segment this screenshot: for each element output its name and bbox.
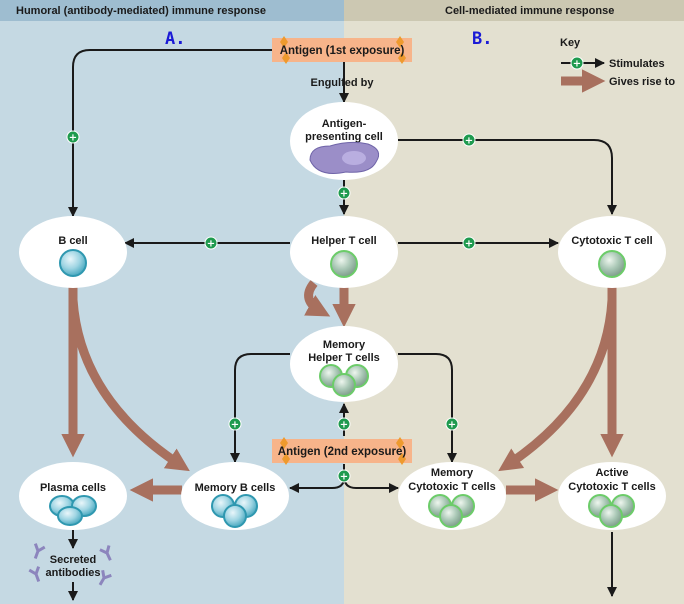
svg-text:Active: Active (595, 467, 628, 479)
cell-mediated-header: Cell-mediated immune response (445, 5, 614, 17)
stimulate-marker: + (462, 236, 476, 250)
section-label-b: B. (472, 29, 492, 49)
b-cell-icon (59, 249, 87, 277)
antibody-icon (33, 543, 46, 560)
antigen-first-label: Antigen (1st exposure) (280, 45, 405, 57)
antibodies-label: antibodies (45, 567, 100, 579)
svg-text:Cytotoxic T cells: Cytotoxic T cells (408, 481, 495, 493)
secreted-antibodies: Secreted antibodies (28, 543, 112, 586)
svg-text:+: + (573, 59, 581, 70)
svg-text:+: + (448, 420, 456, 431)
antigen-spike-icon (280, 437, 288, 449)
apc-node: Antigen- presenting cell (290, 102, 398, 180)
svg-text:+: + (465, 136, 473, 147)
svg-text:B cell: B cell (58, 235, 87, 247)
plasma-cell-icon (57, 506, 83, 526)
stimulate-marker: + (66, 130, 80, 144)
memory-b-cells-node: Memory B cells (181, 462, 289, 530)
svg-text:Antigen-: Antigen- (322, 118, 367, 130)
t-cell-icon (599, 504, 623, 528)
legend-key: Key + Stimulates Gives rise to (560, 37, 675, 93)
stimulate-marker: + (337, 469, 351, 483)
stimulate-marker (570, 56, 584, 70)
humoral-header-bar (0, 0, 344, 21)
key-stimulates: Stimulates (609, 58, 665, 70)
key-gives-rise: Gives rise to (609, 76, 675, 88)
t-cell-icon (332, 373, 356, 397)
svg-text:+: + (69, 133, 77, 144)
arrow-bcell-to-memoryb (68, 299, 190, 472)
antibody-icon (28, 566, 41, 583)
svg-text:Helper T cell: Helper T cell (311, 235, 376, 247)
section-label-a: A. (165, 29, 185, 49)
antigen-spike-icon (280, 36, 288, 48)
stimulate-marker: + (337, 186, 351, 200)
t-cell-icon (330, 250, 358, 278)
helper-t-cell-node: Helper T cell (290, 216, 398, 288)
svg-text:+: + (340, 420, 348, 431)
svg-text:Memory: Memory (323, 339, 366, 351)
svg-text:+: + (340, 189, 348, 200)
secreted-label: Secreted (50, 554, 96, 566)
antigen-second-label: Antigen (2nd exposure) (278, 446, 407, 458)
svg-text:+: + (465, 239, 473, 250)
arrow-cytotoxic-to-memorycyto (498, 299, 617, 472)
stimulate-marker: + (445, 417, 459, 431)
t-cell-icon (598, 250, 626, 278)
antigen-spike-icon (282, 52, 290, 64)
svg-text:Memory B cells: Memory B cells (195, 482, 276, 494)
line-apc-to-cytotoxic (398, 139, 617, 215)
svg-text:Cytotoxic T cells: Cytotoxic T cells (568, 481, 655, 493)
cell-mediated-header-bar (344, 0, 684, 21)
svg-text:presenting cell: presenting cell (305, 131, 383, 143)
antigen-spike-icon (398, 453, 406, 465)
memory-helper-t-cells-node: Memory Helper T cells (290, 326, 398, 402)
svg-text:+: + (231, 420, 239, 431)
key-title: Key (560, 37, 581, 49)
antigen-spike-icon (396, 437, 404, 449)
active-cytotoxic-t-cells-node: Active Cytotoxic T cells (558, 462, 666, 530)
antibody-icon (99, 545, 112, 561)
arrow-helper-to-memoryhelper (304, 280, 331, 317)
antigen-spike-icon (396, 36, 404, 48)
b-cell-node: B cell (19, 216, 127, 288)
humoral-header: Humoral (antibody-mediated) immune respo… (16, 5, 266, 17)
antigen-second-exposure: Antigen (2nd exposure) (272, 437, 412, 465)
line-memhelper-to-memb (230, 353, 290, 463)
antigen-first-exposure: Antigen (1st exposure) (272, 36, 412, 64)
engulfed-by-label: Engulfed by (311, 77, 375, 89)
svg-text:Memory: Memory (431, 467, 474, 479)
antigen-spike-icon (282, 453, 290, 465)
plasma-cells-node: Plasma cells (19, 462, 127, 530)
svg-text:Plasma cells: Plasma cells (40, 482, 106, 494)
svg-text:Cytotoxic T cell: Cytotoxic T cell (571, 235, 652, 247)
antibody-icon (98, 570, 112, 586)
line-antigen-to-bcell (68, 49, 272, 217)
antigen-spike-icon (398, 52, 406, 64)
stimulate-marker: + (204, 236, 218, 250)
svg-text:+: + (207, 239, 215, 250)
stimulate-marker: + (228, 417, 242, 431)
stimulate-marker: + (337, 417, 351, 431)
t-cell-icon (439, 504, 463, 528)
b-cell-icon (223, 504, 247, 528)
memory-cytotoxic-t-cells-node: Memory Cytotoxic T cells (398, 462, 506, 530)
svg-text:Helper T cells: Helper T cells (308, 352, 380, 364)
svg-text:+: + (340, 472, 348, 483)
cytotoxic-t-cell-node: Cytotoxic T cell (558, 216, 666, 288)
stimulate-marker: + (462, 133, 476, 147)
line-memhelper-to-memcyto (398, 353, 457, 463)
